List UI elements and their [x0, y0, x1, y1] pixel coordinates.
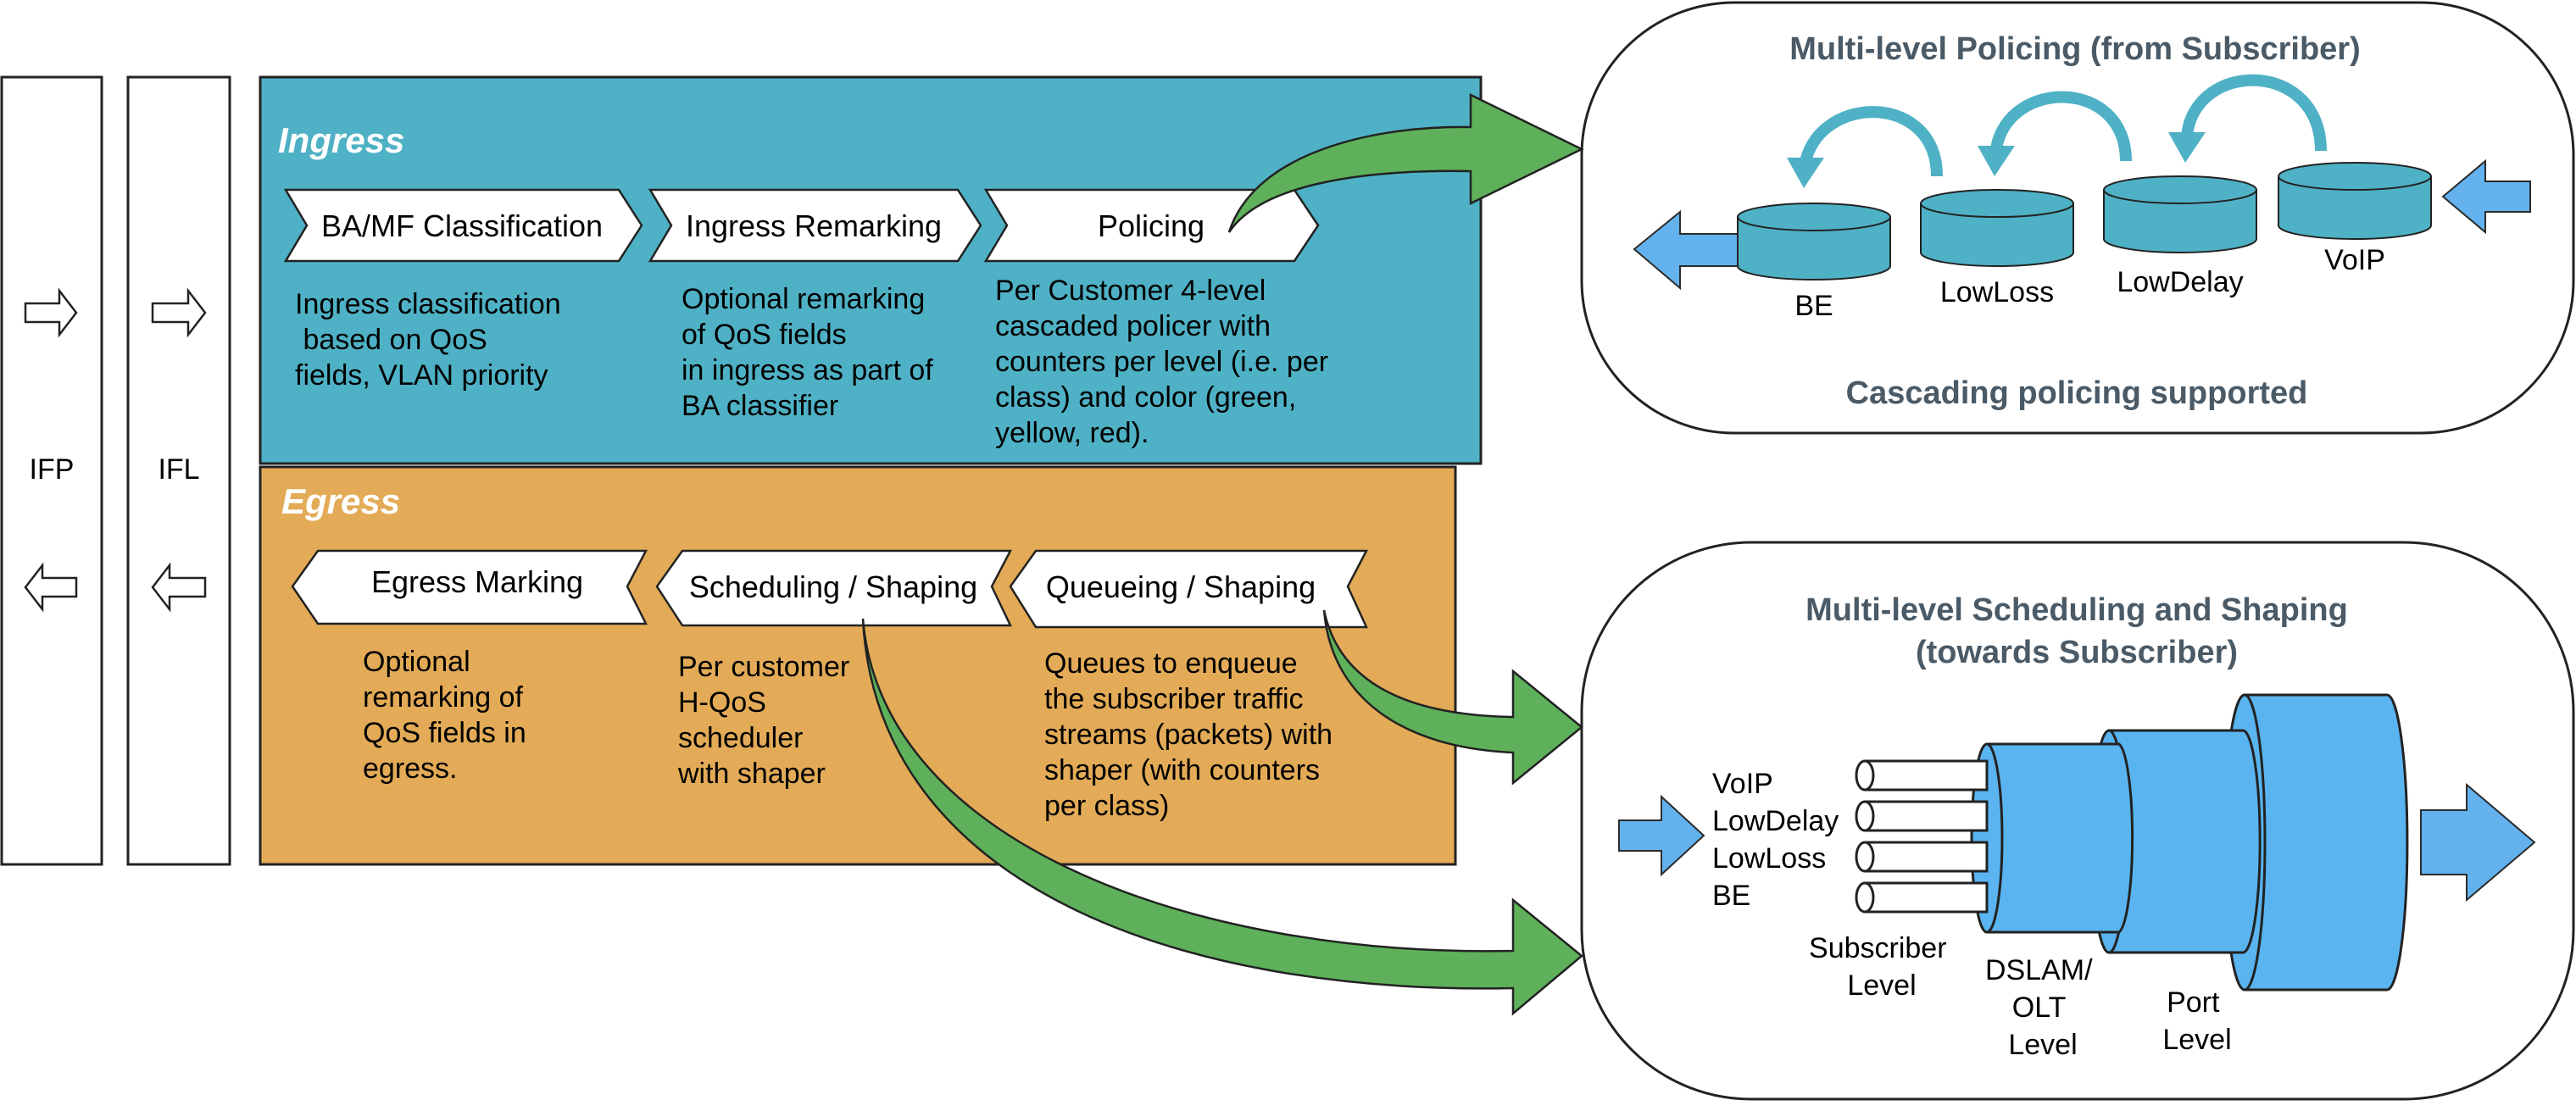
class-label-lowdelay: LowDelay	[1712, 805, 1839, 837]
policing-panel: Multi-level Policing (from Subscriber)	[1580, 1, 2575, 435]
left-arrow-icon	[151, 562, 207, 613]
scheduling-panel-title-line2: (towards Subscriber)	[1916, 635, 2238, 670]
ifp-column: IFP	[0, 75, 103, 866]
scheduling-panel: Multi-level Scheduling and Shaping (towa…	[1580, 541, 2575, 1101]
desc-ba-mf-classification: Ingress classification based on QoS fiel…	[295, 288, 569, 392]
desc-ingress-remarking: Optional remarking of QoS fields in ingr…	[682, 283, 941, 422]
step-label-scheduling-shaping: Scheduling / Shaping	[689, 569, 977, 604]
ingress-title: Ingress	[278, 120, 404, 160]
green-arrow-scheduling	[861, 618, 1583, 1016]
desc-scheduling-shaping: Per customer H-QoS scheduler with shaper	[677, 651, 858, 790]
chevron-scheduling-shaping	[655, 549, 1013, 627]
cylinder-lowloss	[1920, 189, 2074, 267]
desc-policing: Per Customer 4-level cascaded policer wi…	[995, 275, 1337, 449]
right-arrow-icon	[24, 287, 78, 338]
class-label-lowloss: LowLoss	[1712, 842, 1826, 875]
input-blue-arrow-icon	[1618, 794, 1705, 877]
green-arrow-queueing	[1322, 609, 1583, 786]
step-label-ingress-remarking: Ingress Remarking	[686, 208, 942, 243]
step-label-queueing-shaping: Queueing / Shaping	[1046, 569, 1316, 604]
incoming-blue-arrow-icon	[2441, 158, 2531, 235]
step-label-ba-mf-classification: BA/MF Classification	[321, 208, 603, 243]
cylinder-lowdelay	[2103, 175, 2257, 253]
policing-panel-title: Multi-level Policing (from Subscriber)	[1789, 31, 2361, 67]
left-arrow-icon	[24, 562, 78, 613]
chevron-queueing-shaping	[1009, 549, 1369, 629]
right-arrow-icon	[151, 287, 207, 338]
green-arrow-policing	[1227, 92, 1584, 233]
dslam-level-label: DSLAM/ OLT Level	[1985, 954, 2100, 1061]
ifp-label: IFP	[30, 453, 75, 486]
level-label-lowdelay: LowDelay	[2117, 266, 2243, 298]
chevron-egress-marking	[291, 549, 648, 625]
class-label-voip: VoIP	[1712, 768, 1773, 800]
level-label-voip: VoIP	[2324, 244, 2385, 276]
level-label-be: BE	[1794, 290, 1833, 322]
ingress-section: Ingress BA/MF Classification Ingress Rem…	[259, 75, 1483, 465]
desc-queueing-shaping: Queues to enqueue the subscriber traffic…	[1044, 647, 1341, 822]
desc-egress-marking: Optional remarking of QoS fields in egre…	[363, 646, 534, 785]
cascade-arrow-icon	[1800, 74, 2327, 177]
subscriber-level-cable	[1970, 742, 2134, 934]
chevron-ba-mf-classification	[283, 188, 643, 263]
ifl-column: IFL	[126, 75, 231, 866]
class-label-be: BE	[1712, 880, 1750, 912]
cylinder-voip	[2278, 162, 2432, 240]
ifl-label: IFL	[158, 453, 199, 486]
subscriber-level-label: Subscriber Level	[1809, 932, 1955, 1002]
chevron-ingress-remarking	[648, 188, 982, 263]
class-tubes	[1855, 759, 1989, 914]
level-label-lowloss: LowLoss	[1940, 276, 2054, 308]
cylinder-be	[1737, 203, 1891, 281]
scheduling-panel-title-line1: Multi-level Scheduling and Shaping	[1805, 592, 2348, 628]
port-level-label: Port Level	[2162, 986, 2231, 1056]
output-blue-arrow-icon	[2420, 782, 2536, 903]
egress-section: Egress Egress Marking Scheduling / Shapi…	[259, 465, 1457, 866]
step-label-policing: Policing	[1098, 208, 1205, 243]
egress-title: Egress	[281, 481, 400, 521]
policing-panel-footer: Cascading policing supported	[1846, 375, 2308, 411]
cascade-arrowhead-icon	[1787, 132, 2206, 188]
step-label-egress-marking: Egress Marking	[371, 564, 583, 599]
